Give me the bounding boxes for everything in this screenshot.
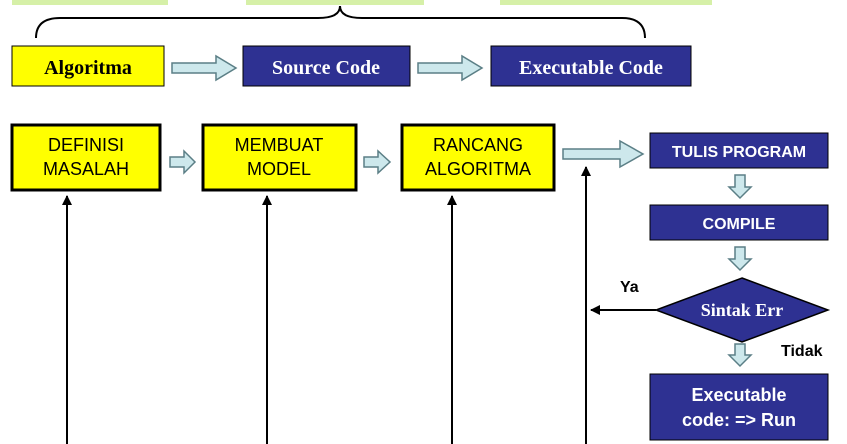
executable-run-box bbox=[649, 373, 829, 441]
sintak-err-decision bbox=[653, 277, 831, 343]
block-arrow-membuat-to-rancang bbox=[363, 149, 392, 175]
top-strip-right bbox=[500, 0, 712, 5]
membuat-model-box bbox=[201, 123, 358, 192]
curly-brace bbox=[35, 5, 646, 39]
top-strip-middle bbox=[246, 0, 424, 5]
block-arrow-algoritma-to-source bbox=[171, 54, 238, 82]
algoritma-box bbox=[11, 45, 165, 87]
compile-box bbox=[649, 204, 829, 241]
ya-label: Ya bbox=[620, 279, 639, 296]
definisi-masalah-box bbox=[10, 123, 162, 192]
top-strip-left bbox=[12, 0, 168, 5]
block-arrow-tulis-to-compile bbox=[727, 174, 753, 200]
block-arrow-definisi-to-membuat bbox=[169, 149, 197, 175]
block-arrow-rancang-to-tulis bbox=[562, 139, 645, 169]
block-arrow-source-to-executable bbox=[417, 54, 484, 82]
block-arrow-decision-to-exec bbox=[727, 343, 753, 368]
tidak-label: Tidak bbox=[781, 343, 823, 360]
block-arrow-compile-to-decision bbox=[727, 246, 753, 272]
tulis-program-box bbox=[649, 132, 829, 169]
executable-code-box bbox=[490, 45, 692, 87]
source-code-box bbox=[242, 45, 411, 87]
rancang-algoritma-box bbox=[400, 123, 556, 192]
